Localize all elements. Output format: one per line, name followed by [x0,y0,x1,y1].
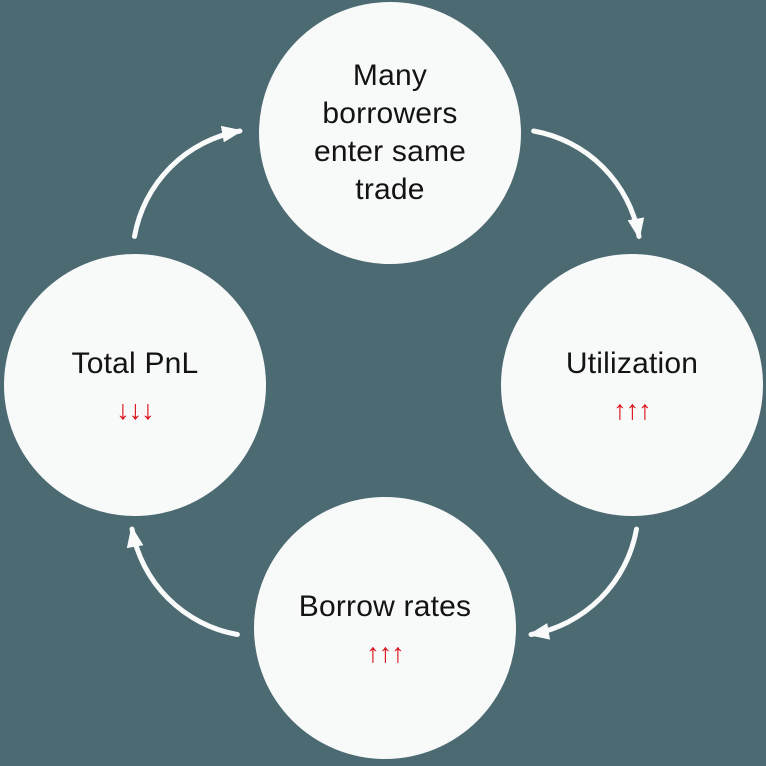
arrow-top-to-right [531,128,645,240]
trend-down-arrows: ↓↓↓ [116,395,154,425]
node-utilization: Utilization ↑↑↑ [501,254,763,516]
node-label: Many borrowers enter same trade [313,59,467,206]
trend-up-arrows: ↑↑↑ [613,395,651,425]
arrow-right-to-bottom [527,526,639,640]
node-label: Total PnL [71,347,199,380]
trend-up-arrows: ↑↑↑ [366,638,404,668]
node-label: Borrow rates [298,590,472,623]
node-many-borrowers: Many borrowers enter same trade [259,2,521,264]
node-label: Utilization [565,347,699,380]
arrow-bottom-to-left [126,525,240,637]
arrow-left-to-top [132,125,244,239]
node-total-pnl: Total PnL ↓↓↓ [4,254,266,516]
node-borrow-rates: Borrow rates ↑↑↑ [254,497,516,759]
